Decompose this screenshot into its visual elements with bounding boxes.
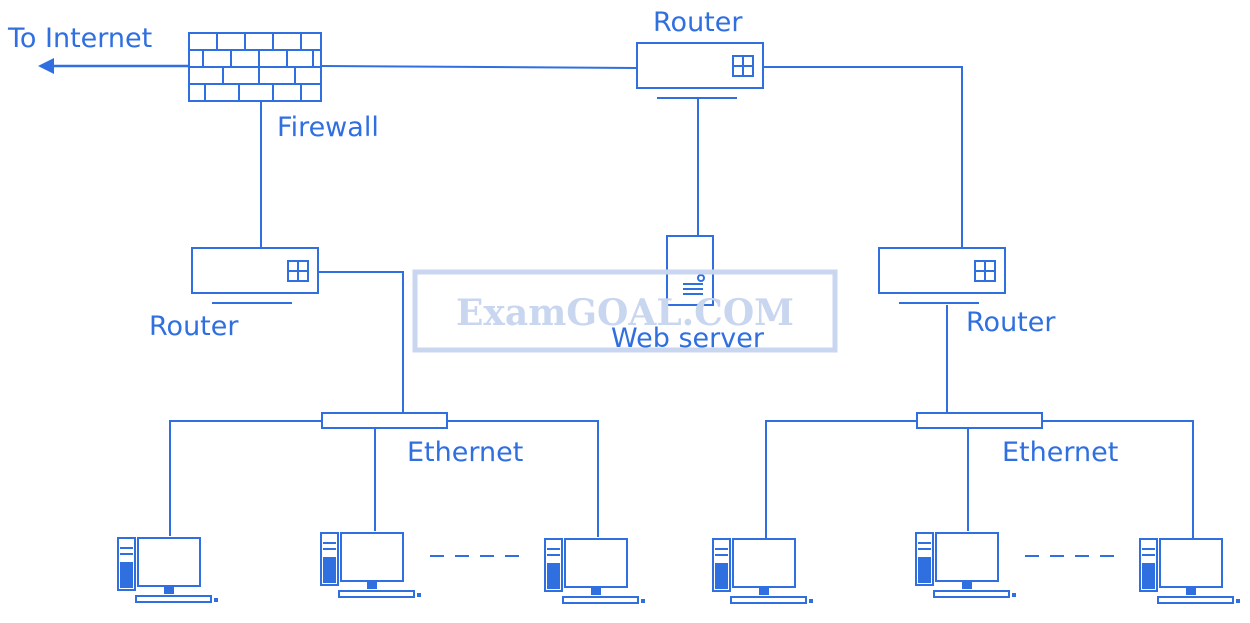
ethernet-hub-left — [321, 412, 448, 429]
router-left-icon — [191, 247, 319, 304]
computer-icon — [712, 538, 814, 604]
computer-icon — [117, 537, 219, 603]
watermark-text: ExamGOAL.COM — [456, 292, 794, 334]
watermark: ExamGOAL.COM — [412, 269, 838, 353]
internet-arrow — [38, 58, 188, 74]
router-right-label: Router — [966, 307, 1056, 338]
computer-icon — [544, 538, 646, 604]
router-top-icon — [636, 42, 764, 99]
router-top-label: Router — [653, 7, 743, 38]
connection-lines — [169, 65, 1194, 538]
ethernet-right-label: Ethernet — [1002, 437, 1118, 468]
ethernet-hub-right — [916, 412, 1043, 429]
firewall-icon — [188, 32, 322, 102]
router-right-icon — [878, 247, 1006, 304]
computer-icon — [320, 532, 422, 598]
computer-icon — [915, 532, 1017, 598]
firewall-label: Firewall — [277, 112, 379, 143]
internet-label: To Internet — [7, 23, 152, 54]
computer-icon — [1139, 538, 1241, 604]
web-server-label: Web server — [611, 323, 765, 354]
router-left-label: Router — [149, 311, 239, 342]
ethernet-left-label: Ethernet — [407, 437, 523, 468]
